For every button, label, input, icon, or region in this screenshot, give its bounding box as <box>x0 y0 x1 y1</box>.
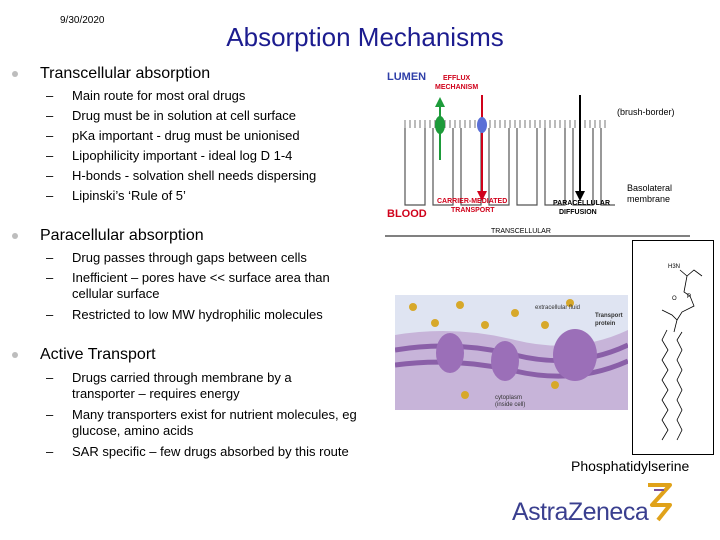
extracellular-label: extracellular fluid <box>535 305 580 311</box>
membrane-transport-illustration: extracellular fluid Transport protein cy… <box>395 295 628 410</box>
slide-date: 9/30/2020 <box>60 15 105 26</box>
list-item: –Lipophilicity important - ideal log D 1… <box>46 148 293 163</box>
astrazeneca-logo: AstraZeneca <box>512 498 649 527</box>
list-item: –Drug passes through gaps between cells <box>46 250 307 265</box>
section-transcellular: Transcellular absorption <box>12 65 211 83</box>
bullet-dot <box>12 352 18 358</box>
list-item: –Main route for most oral drugs <box>46 88 246 103</box>
molecule-bonds <box>661 269 703 441</box>
nutrient-molecules <box>409 299 574 399</box>
absorption-routes-diagram: LUMEN EFFLUX MECHANISM (brush-border) Ba… <box>385 71 690 237</box>
slide-title: Absorption Mechanisms <box>226 22 504 52</box>
section-heading: Transcellular absorption <box>40 65 211 82</box>
oxygen-label: O <box>672 296 677 302</box>
section-heading: Active Transport <box>40 346 156 363</box>
list-item: –SAR specific – few drugs absorbed by th… <box>46 444 349 459</box>
section-heading: Paracellular absorption <box>40 227 204 244</box>
basolateral-label-line1: Basolateral <box>627 183 672 193</box>
transport-protein-label-line2: protein <box>595 321 616 327</box>
list-item: –Many transporters exist for nutrient mo… <box>46 407 357 438</box>
lumen-label: LUMEN <box>387 71 426 83</box>
list-item: –Drugs carried through membrane by a tra… <box>46 370 292 401</box>
list-item: –Restricted to low MW hydrophilic molecu… <box>46 307 323 322</box>
astrazeneca-logo-icon <box>648 483 672 522</box>
logo-text: AstraZeneca <box>512 498 649 526</box>
efflux-label-line1: EFFLUX <box>443 75 471 82</box>
efflux-label-line2: MECHANISM <box>435 84 478 91</box>
paracellular-label-line2: DIFFUSION <box>559 209 597 216</box>
section-paracellular: Paracellular absorption <box>12 227 204 245</box>
section-active-transport: Active Transport <box>12 346 156 364</box>
basolateral-label-line2: membrane <box>627 194 670 204</box>
transcellular-label: TRANSCELLULAR <box>491 228 551 235</box>
list-item: –Lipinski’s ‘Rule of 5’ <box>46 188 186 203</box>
carrier-label-line2: TRANSPORT <box>451 207 495 214</box>
brush-border <box>404 120 606 128</box>
brush-border-label: (brush-border) <box>617 107 675 117</box>
list-item: –Drug must be in solution at cell surfac… <box>46 108 296 123</box>
bullet-dot <box>12 233 18 239</box>
carrier-label-line1: CARRIER-MEDIATED <box>437 198 507 205</box>
list-item: –H-bonds - solvation shell needs dispers… <box>46 168 317 183</box>
cytoplasm-label-line1: cytoplasm <box>495 395 522 401</box>
bullet-dot <box>12 71 18 77</box>
amine-label: H3N <box>668 264 680 270</box>
cytoplasm-label-line2: (inside cell) <box>495 402 525 408</box>
phosphorus-label: P <box>687 294 691 300</box>
list-item: –Inefficient – pores have << surface are… <box>46 270 330 301</box>
transport-arrows <box>435 95 585 201</box>
paracellular-label-line1: PARACELLULAR <box>553 200 610 207</box>
blood-label: BLOOD <box>387 208 427 220</box>
molecule-caption: Phosphatidylserine <box>571 458 690 474</box>
list-item: –pKa important - drug must be unionised <box>46 128 300 143</box>
phosphatidylserine-structure: H3N P O <box>632 240 714 455</box>
transport-protein-label-line1: Transport <box>595 313 623 319</box>
